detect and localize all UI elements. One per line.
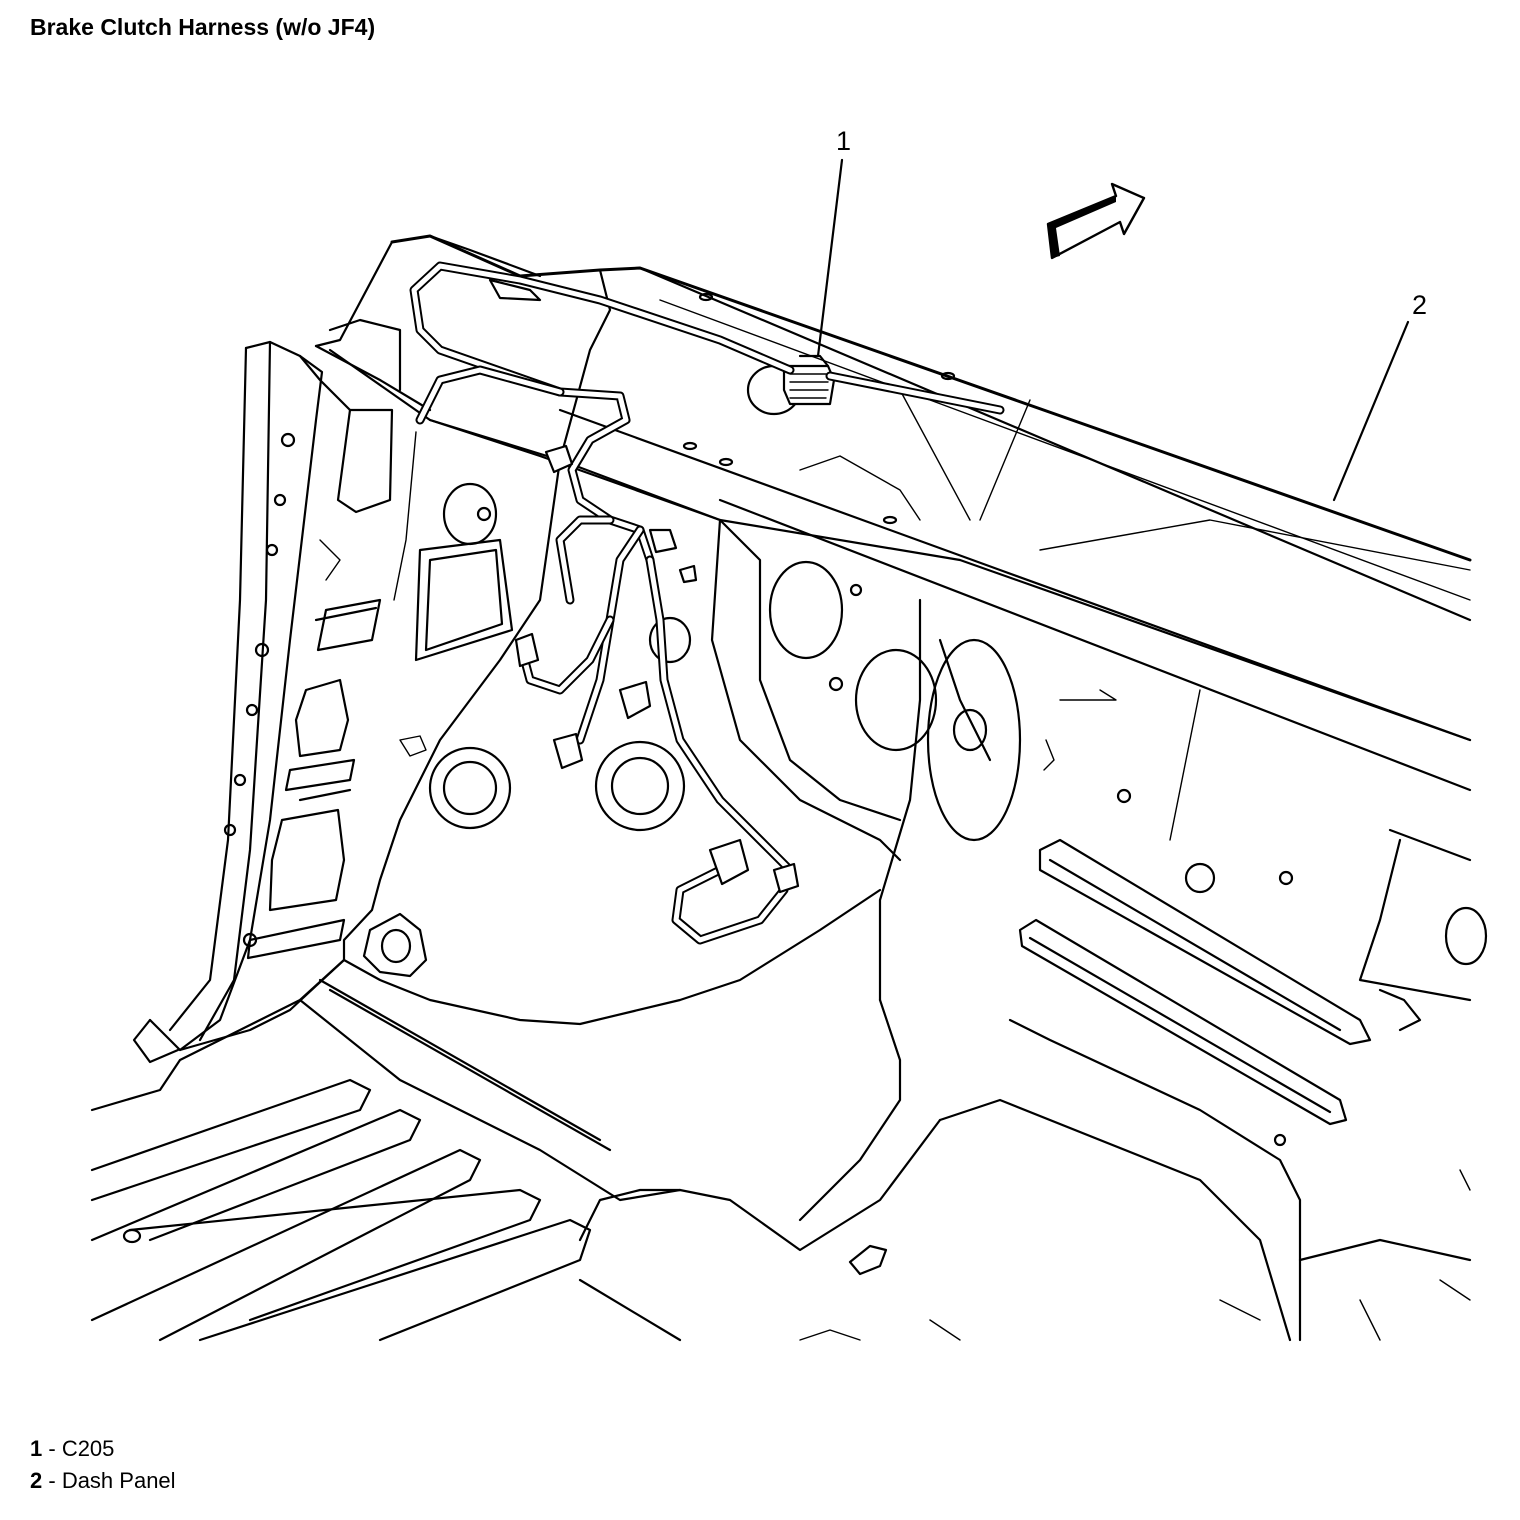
callout-1: 1 (836, 126, 851, 156)
brake-clutch-harness (409, 261, 1005, 945)
callout-2: 2 (1412, 290, 1427, 320)
callout-leaders (816, 158, 1410, 502)
page-title: Brake Clutch Harness (w/o JF4) (30, 14, 376, 40)
firewall (342, 418, 992, 1026)
grommet (362, 912, 428, 978)
legend: 1 - C205 2 - Dash Panel (30, 1433, 176, 1497)
dash-right (926, 638, 1488, 1147)
forward-arrow-icon (1046, 182, 1146, 260)
a-pillar (132, 340, 432, 1064)
connector-c205 (746, 354, 836, 416)
legend-item: 2 - Dash Panel (30, 1468, 176, 1493)
kick-panel (246, 318, 417, 960)
harness-connectors (488, 278, 800, 894)
legend-item: 1 - C205 (30, 1436, 115, 1461)
floor-pan (90, 958, 1472, 1342)
dash-panel-top (314, 234, 1472, 841)
